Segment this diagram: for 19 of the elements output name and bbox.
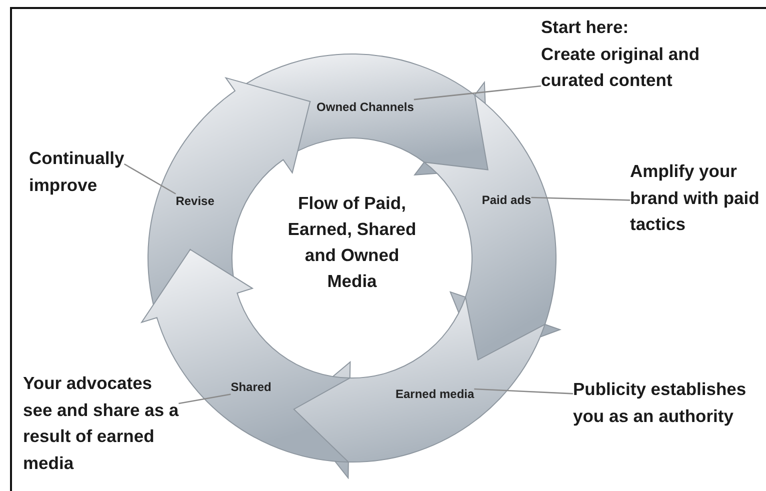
center-title: Flow of Paid, Earned, Shared and Owned Media [286, 192, 418, 293]
segment-label: Revise [176, 194, 214, 208]
callout-text: Your advocates see and share as a result of earned media [23, 372, 180, 474]
cycle-arrow-segment [423, 94, 562, 361]
callout-text: Publicity establishes you as an authority [573, 378, 748, 428]
segment-label: Shared [230, 380, 272, 394]
segment-label: Earned media [395, 386, 474, 401]
segment-label: Paid ads [482, 193, 532, 208]
callout-text: Continually improve [29, 147, 126, 197]
callout-text: Amplify your brand with paid tactics [630, 160, 760, 236]
cycle-arrow-segment [292, 296, 546, 479]
leader-line [474, 388, 574, 394]
callout-text: Start here: [541, 16, 630, 39]
callout-text: Create original and curated content [541, 42, 701, 92]
leader-line [414, 85, 542, 100]
leader-line [124, 163, 176, 194]
segment-label: Owned Channels [316, 100, 414, 114]
leader-line [178, 394, 231, 404]
leader-line [531, 196, 630, 201]
